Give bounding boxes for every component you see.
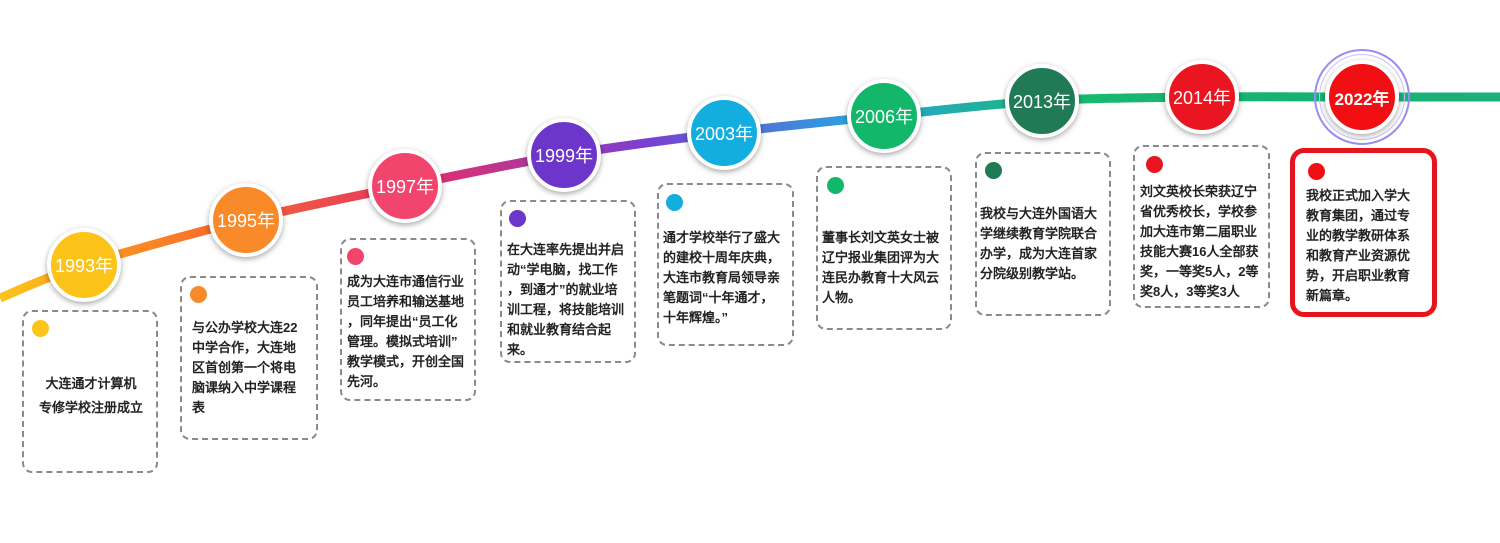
bullet-dot-icon — [1146, 156, 1163, 173]
milestone-description: 董事长刘文英女士被 辽宁报业集团评为大 连民办教育十大风云 人物。 — [822, 230, 940, 305]
year-badge: 2013年 — [1005, 64, 1079, 138]
bullet-dot-icon — [1308, 163, 1325, 180]
year-badge: 2003年 — [687, 96, 761, 170]
bullet-dot-icon — [666, 194, 683, 211]
milestone-card — [340, 238, 476, 401]
milestone-card — [975, 152, 1111, 316]
year-badge: 1997年 — [368, 149, 442, 223]
milestone-description: 通才学校举行了盛大 的建校十周年庆典， 大连市教育局领导亲 笔题词“十年通才， … — [663, 230, 781, 325]
bullet-dot-icon — [347, 248, 364, 265]
milestone-card — [657, 183, 794, 346]
year-badge: 2006年 — [847, 79, 921, 153]
year-halo-inner-ring — [1319, 54, 1405, 140]
year-badge: 1999年 — [527, 118, 601, 192]
year-badge: 2014年 — [1165, 60, 1239, 134]
bullet-dot-icon — [190, 286, 207, 303]
bullet-dot-icon — [32, 320, 49, 337]
year-badge: 1995年 — [209, 183, 283, 257]
milestone-description: 与公办学校大连22 中学合作，大连地 区首创第一个将电 脑课纳入中学课程 表 — [192, 320, 298, 415]
milestone-card — [180, 276, 318, 440]
milestone-card — [22, 310, 158, 473]
year-badge: 2022年 — [1325, 60, 1399, 134]
bullet-dot-icon — [827, 177, 844, 194]
milestone-description: 我校与大连外国语大 学继续教育学院联合 办学，成为大连首家 分院级别教学站。 — [980, 206, 1098, 281]
milestone-description: 刘文英校长荣获辽宁 省优秀校长，学校参 加大连市第二届职业 技能大赛16人全部获… — [1140, 184, 1259, 299]
milestone-description: 成为大连市通信行业 员工培养和输送基地 ，同年提出“员工化 管理。模拟式培训” … — [347, 274, 465, 389]
milestone-description: 大连通才计算机 专修学校注册成立 — [38, 376, 143, 415]
milestone-card — [500, 200, 636, 363]
bullet-dot-icon — [509, 210, 526, 227]
year-halo-ring — [1314, 49, 1410, 145]
milestone-description: 我校正式加入学大 教育集团，通过专 业的教学教研体系 和教育产业资源优 势，开启… — [1306, 188, 1411, 303]
bullet-dot-icon — [985, 162, 1002, 179]
milestone-description: 在大连率先提出并启 动“学电脑，找工作 ，到通才”的就业培 训工程，将技能培训 … — [507, 242, 625, 357]
year-badge: 1993年 — [47, 228, 121, 302]
